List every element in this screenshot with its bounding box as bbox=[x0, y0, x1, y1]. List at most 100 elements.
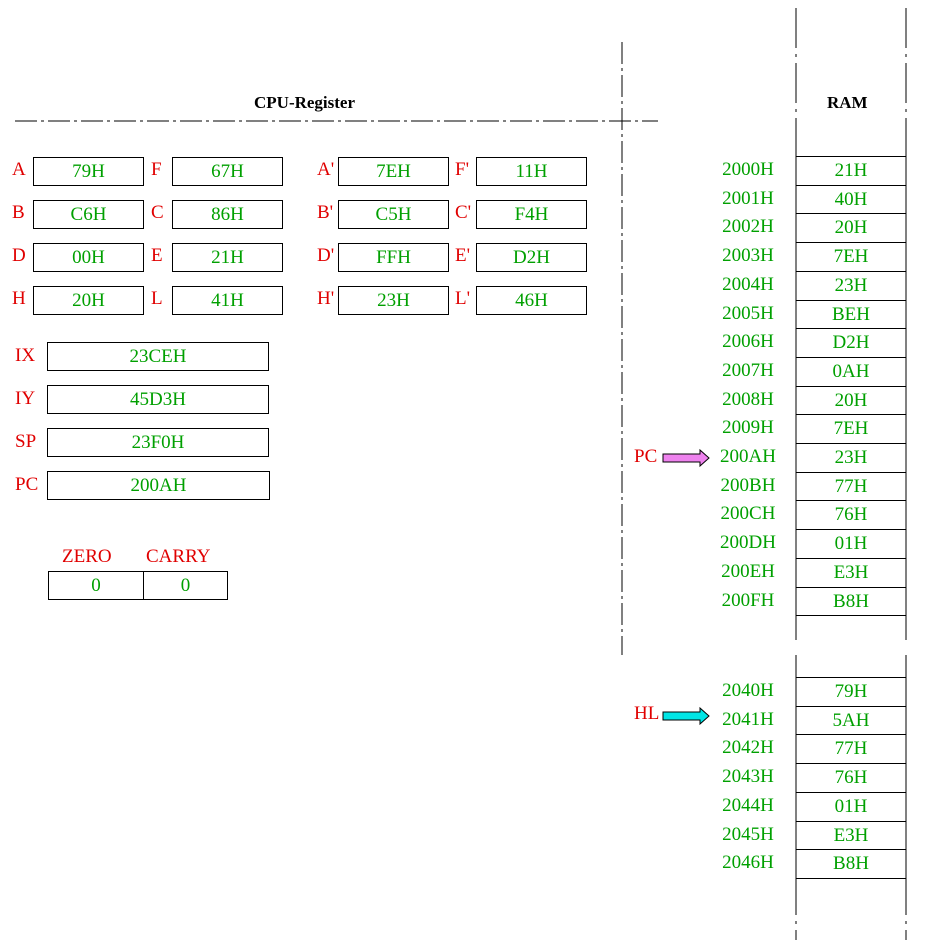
ram-address: 2007H bbox=[722, 359, 774, 381]
ram-cell: 76H bbox=[796, 500, 906, 529]
register-label: L bbox=[151, 288, 163, 309]
register-label: A bbox=[12, 159, 26, 180]
ram-address: 2001H bbox=[722, 187, 774, 209]
register-value-box: D2H bbox=[476, 243, 587, 272]
ram-cell: 20H bbox=[796, 385, 906, 415]
ram-cell: 77H bbox=[796, 734, 906, 763]
register-value-box: C6H bbox=[33, 200, 144, 229]
ram-address: 2005H bbox=[722, 302, 774, 324]
ram-address: 2000H bbox=[722, 159, 774, 180]
register-label: D' bbox=[317, 245, 335, 266]
ram-cell-border bbox=[796, 877, 906, 879]
hl-arrow-icon bbox=[662, 706, 710, 726]
ram-address: 2042H bbox=[722, 737, 774, 759]
register-value-box: C5H bbox=[338, 200, 449, 229]
pc-pointer-label: PC bbox=[634, 446, 658, 467]
register-value-box: 20H bbox=[33, 286, 144, 315]
register-label: D bbox=[12, 245, 26, 266]
ram-cell: 23H bbox=[796, 443, 906, 472]
register-label: F' bbox=[455, 159, 469, 180]
ram-cell: 23H bbox=[796, 270, 906, 300]
ram-cell: 0AH bbox=[796, 356, 906, 386]
register-label: SP bbox=[15, 431, 37, 452]
ram-address: 2006H bbox=[722, 331, 774, 353]
ram-cell: 77H bbox=[796, 471, 906, 501]
register-label: PC bbox=[15, 474, 39, 495]
flag-label: ZERO bbox=[62, 546, 112, 567]
ram-address: 200EH bbox=[721, 560, 775, 582]
register-label: F bbox=[151, 159, 162, 180]
ram-cell: 5AH bbox=[796, 705, 906, 735]
ram-cell: BEH bbox=[796, 299, 906, 329]
ram-address: 2003H bbox=[722, 245, 774, 267]
ram-cell: 7EH bbox=[796, 414, 906, 443]
ram-cell: 20H bbox=[796, 213, 906, 242]
register-value: 200AH bbox=[130, 474, 187, 496]
flag-value-box: 0 bbox=[48, 571, 144, 600]
ram-cell: B8H bbox=[796, 586, 906, 616]
ram-cell: 7EH bbox=[796, 242, 906, 271]
ram-address: 2004H bbox=[722, 273, 774, 295]
ram-cell: 79H bbox=[796, 677, 906, 706]
ram-address: 200FH bbox=[721, 589, 775, 611]
register-value-box: 45D3H bbox=[47, 385, 269, 414]
register-value-box: 7EH bbox=[338, 157, 449, 186]
register-value-box: 23H bbox=[338, 286, 449, 315]
ram-cell: 01H bbox=[796, 529, 906, 558]
register-value-box: 11H bbox=[476, 157, 587, 186]
register-label: C' bbox=[455, 202, 472, 223]
register-value-box: 46H bbox=[476, 286, 587, 315]
ram-cell: B8H bbox=[796, 849, 906, 878]
register-value: 23F0H bbox=[131, 431, 185, 453]
ram-cell: 76H bbox=[796, 763, 906, 792]
cpu-register-heading: CPU-Register bbox=[254, 93, 356, 112]
ram-address: 2046H bbox=[722, 852, 774, 874]
ram-cell: 40H bbox=[796, 184, 906, 214]
register-label: A' bbox=[317, 159, 335, 180]
ram-cell: E3H bbox=[796, 820, 906, 850]
register-label: H bbox=[12, 288, 26, 309]
ram-address: 200AH bbox=[720, 446, 776, 467]
register-label: B bbox=[12, 202, 25, 223]
flag-label: CARRY bbox=[146, 546, 211, 567]
register-value: 23CEH bbox=[129, 345, 187, 367]
ram-cell: 21H bbox=[796, 156, 906, 185]
ram-address: 200BH bbox=[720, 474, 776, 496]
ram-address: 2043H bbox=[722, 766, 774, 788]
register-label: H' bbox=[317, 288, 335, 309]
register-value-box: 00H bbox=[33, 243, 144, 272]
register-value-box: 21H bbox=[172, 243, 283, 272]
register-label: B' bbox=[317, 202, 334, 223]
ram-address: 2009H bbox=[722, 417, 774, 439]
register-value-box: FFH bbox=[338, 243, 449, 272]
ram-cell-border bbox=[796, 615, 906, 617]
ram-address: 2045H bbox=[722, 823, 774, 845]
ram-cell: 01H bbox=[796, 791, 906, 821]
register-label: C bbox=[151, 202, 164, 223]
pc-arrow-icon bbox=[662, 448, 710, 468]
register-value-box: 67H bbox=[172, 157, 283, 186]
register-label: E' bbox=[455, 245, 471, 266]
register-value-box: 23F0H bbox=[47, 428, 269, 457]
ram-cell: E3H bbox=[796, 557, 906, 587]
register-value-box: 79H bbox=[33, 157, 144, 186]
register-value: 45D3H bbox=[130, 388, 186, 410]
ram-address: 200DH bbox=[720, 532, 776, 554]
flag-value-box: 0 bbox=[143, 571, 228, 600]
register-label: IX bbox=[15, 345, 36, 366]
ram-address: 200CH bbox=[720, 503, 776, 525]
register-label: IY bbox=[15, 388, 36, 409]
register-value-box: 200AH bbox=[47, 471, 270, 500]
register-label: E bbox=[151, 245, 163, 266]
register-label: L' bbox=[455, 288, 471, 309]
register-value-box: 41H bbox=[172, 286, 283, 315]
register-value-box: F4H bbox=[476, 200, 587, 229]
ram-heading: RAM bbox=[827, 93, 868, 112]
hl-pointer-label: HL bbox=[634, 703, 660, 724]
ram-address: 2041H bbox=[722, 708, 774, 730]
ram-address: 2008H bbox=[722, 388, 774, 410]
ram-address: 2044H bbox=[722, 794, 774, 816]
register-value-box: 86H bbox=[172, 200, 283, 229]
ram-address: 2002H bbox=[722, 216, 774, 238]
ram-address: 2040H bbox=[722, 680, 774, 701]
